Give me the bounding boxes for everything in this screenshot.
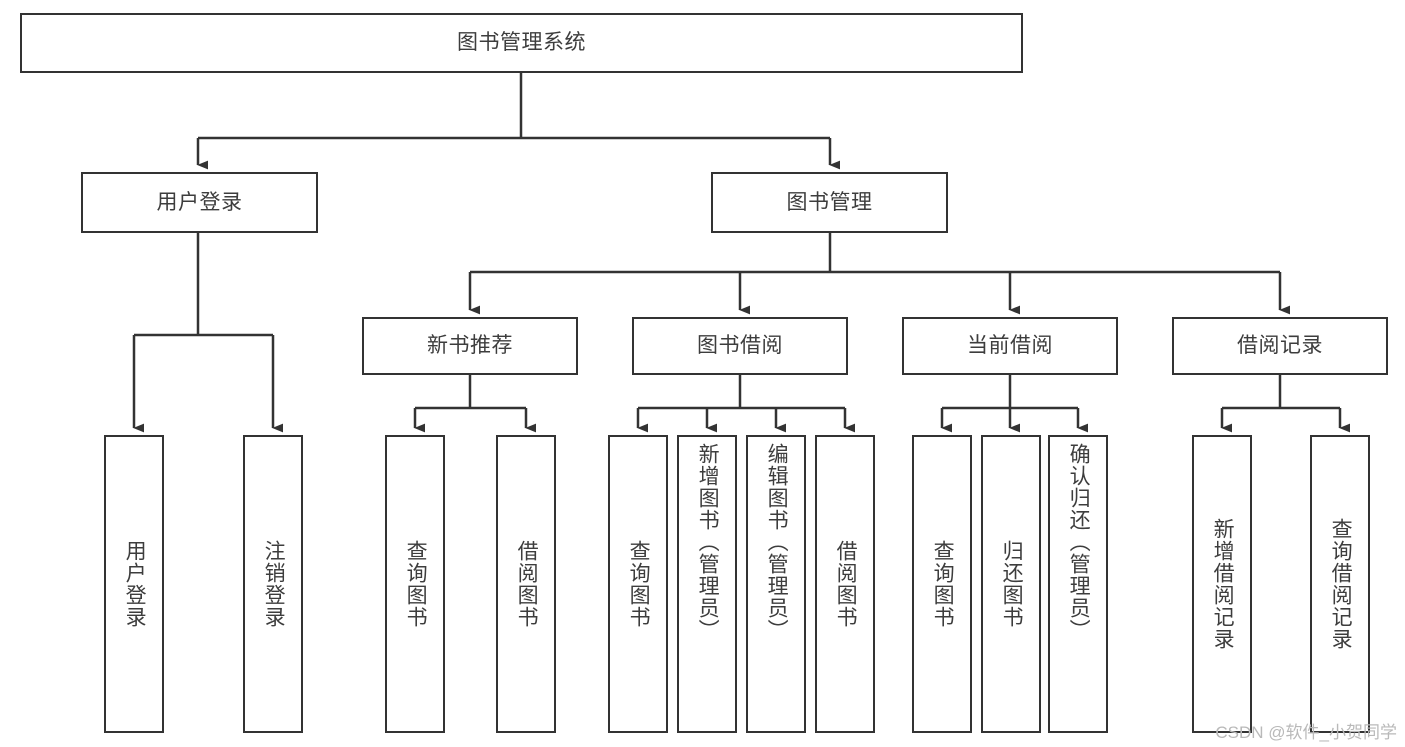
leaf-label-current-borrow-confirm-return: 确认归还（管理员） (1067, 443, 1091, 641)
leaf-label-user-login-login: 用户登录 (123, 540, 147, 628)
node-new-book-recommend[interactable]: 新书推荐 (362, 317, 578, 375)
leaf-book-borrow-edit-book[interactable]: 编辑图书（管理员） (746, 435, 806, 733)
leaf-book-borrow-add-book[interactable]: 新增图书（管理员） (677, 435, 737, 733)
leaf-label-book-borrow-borrow-book: 借阅图书 (834, 540, 858, 628)
leaf-new-book-borrow-books[interactable]: 借阅图书 (496, 435, 556, 733)
leaf-book-borrow-query-books[interactable]: 查询图书 (608, 435, 668, 733)
leaf-label-borrow-record-query-record: 查询借阅记录 (1329, 518, 1353, 650)
node-label-book-management: 图书管理 (786, 190, 873, 214)
leaf-label-book-borrow-add-book: 新增图书（管理员） (696, 443, 720, 641)
node-user-login[interactable]: 用户登录 (81, 172, 318, 233)
node-book-management[interactable]: 图书管理 (711, 172, 948, 233)
node-book-borrow[interactable]: 图书借阅 (632, 317, 848, 375)
leaf-user-login-logout[interactable]: 注销登录 (243, 435, 303, 733)
node-borrow-record[interactable]: 借阅记录 (1172, 317, 1388, 375)
leaf-borrow-record-add-record[interactable]: 新增借阅记录 (1192, 435, 1252, 733)
node-label-new-book-recommend: 新书推荐 (427, 334, 513, 358)
leaf-current-borrow-return-books[interactable]: 归还图书 (981, 435, 1041, 733)
leaf-book-borrow-borrow-book[interactable]: 借阅图书 (815, 435, 875, 733)
leaf-label-user-login-logout: 注销登录 (262, 540, 286, 628)
leaf-current-borrow-confirm-return[interactable]: 确认归还（管理员） (1048, 435, 1108, 733)
node-label-user-login: 用户登录 (156, 190, 243, 214)
leaf-label-borrow-record-add-record: 新增借阅记录 (1211, 518, 1235, 650)
node-root-book-management-system[interactable]: 图书管理系统 (20, 13, 1023, 73)
leaf-current-borrow-query-books[interactable]: 查询图书 (912, 435, 972, 733)
leaf-user-login-login[interactable]: 用户登录 (104, 435, 164, 733)
leaf-label-new-book-borrow-books: 借阅图书 (515, 540, 539, 628)
node-label-root: 图书管理系统 (457, 31, 586, 55)
leaf-label-current-borrow-query-books: 查询图书 (931, 540, 955, 628)
leaf-label-new-book-query-books: 查询图书 (404, 540, 428, 628)
leaf-borrow-record-query-record[interactable]: 查询借阅记录 (1310, 435, 1370, 733)
leaf-new-book-query-books[interactable]: 查询图书 (385, 435, 445, 733)
node-label-current-borrow: 当前借阅 (967, 334, 1053, 358)
leaf-label-book-borrow-edit-book: 编辑图书（管理员） (765, 443, 789, 641)
node-label-borrow-record: 借阅记录 (1237, 334, 1323, 358)
leaf-label-book-borrow-query-books: 查询图书 (627, 540, 651, 628)
leaf-label-current-borrow-return-books: 归还图书 (1000, 540, 1024, 628)
node-current-borrow[interactable]: 当前借阅 (902, 317, 1118, 375)
node-label-book-borrow: 图书借阅 (697, 334, 783, 358)
